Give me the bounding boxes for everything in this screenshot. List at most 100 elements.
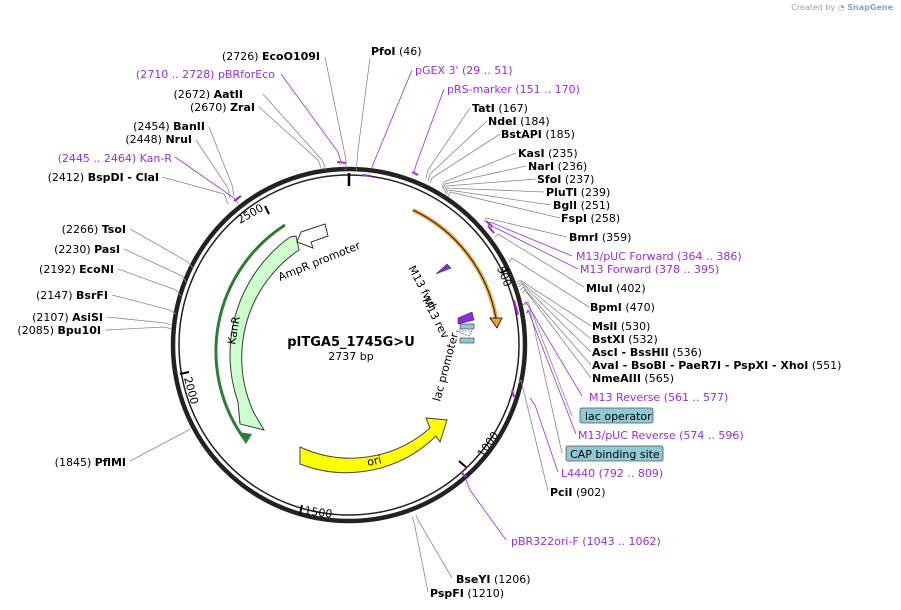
site-label-pspfi[interactable]: PspFI (1210) xyxy=(430,587,504,600)
site-label-asisi[interactable]: (2107) AsiSI xyxy=(32,311,103,324)
site-position: (2085) xyxy=(17,324,54,337)
site-label-nmeaiii[interactable]: NmeAIII (565) xyxy=(592,372,674,385)
kanr-label: KanR xyxy=(225,315,243,346)
primer-name: pBRforEco xyxy=(218,68,275,81)
orange-feature-outline xyxy=(412,209,497,319)
site-label-mlui[interactable]: MluI (402) xyxy=(586,282,646,295)
tick-label-500: 500 xyxy=(494,264,514,288)
enzyme-name: BspDI xyxy=(88,171,124,184)
primer-label-m13-reverse[interactable]: M13 Reverse (561 .. 577) xyxy=(589,391,728,404)
site-label-bseyi[interactable]: BseYI (1206) xyxy=(456,573,531,586)
site-position: (2147) xyxy=(36,289,73,302)
enzyme-name: TsoI xyxy=(102,223,126,236)
enzyme-name: NruI xyxy=(165,133,192,146)
primer-label-m13-puc-forward[interactable]: M13/pUC Forward (364 .. 386) xyxy=(576,250,742,263)
site-position: (1210) xyxy=(467,587,504,600)
site-label-aatii[interactable]: (2672) AatII xyxy=(174,88,243,101)
site-label-zrai[interactable]: (2670) ZraI xyxy=(190,101,255,114)
site-position: (2266) xyxy=(62,223,99,236)
tick-label-1000: 1000 xyxy=(475,429,502,459)
site-label-econi[interactable]: (2192) EcoNI xyxy=(39,263,114,276)
site-label-pflmi[interactable]: (1845) PflMI xyxy=(55,456,126,469)
site-position: (2670) xyxy=(190,101,227,114)
site-label-pasi[interactable]: (2230) PasI xyxy=(54,243,120,256)
primer-name: M13 Forward xyxy=(580,263,651,276)
site-label-tsoi[interactable]: (2266) TsoI xyxy=(62,223,126,236)
site-label-asci-bsshii[interactable]: AscI - BssHII (536) xyxy=(592,346,702,359)
lac-promoter-arrow[interactable] xyxy=(455,330,473,337)
primer-name: Kan-R xyxy=(140,152,173,165)
tick-mark xyxy=(500,268,510,274)
ori-feature[interactable] xyxy=(299,417,448,474)
primer-name: M13/pUC Reverse xyxy=(578,429,676,442)
primer-label-pbr322ori-f[interactable]: pBR322ori-F (1043 .. 1062) xyxy=(511,535,661,548)
primer-position: (2445 .. 2464) xyxy=(58,152,137,165)
site-label-pfoi[interactable]: PfoI (46) xyxy=(371,45,422,58)
primer-position: (792 .. 809) xyxy=(599,467,664,480)
primer-position: (151 .. 170) xyxy=(515,83,580,96)
site-position: (2412) xyxy=(48,171,85,184)
primer-label-m13-forward[interactable]: M13 Forward (378 .. 395) xyxy=(580,263,719,276)
site-position: (2672) xyxy=(174,88,211,101)
site-position: (46) xyxy=(399,45,422,58)
lac-operator-label: lac operator xyxy=(585,410,652,423)
ampr-promoter-feature[interactable] xyxy=(296,223,329,249)
m13-fwd-arrow[interactable] xyxy=(435,263,452,275)
site-label-bstapi[interactable]: BstAPI (185) xyxy=(501,128,575,141)
site-position: (2448) xyxy=(125,133,162,146)
credit-brand: SnapGene xyxy=(847,3,893,12)
lac-operator-marker[interactable] xyxy=(459,323,475,330)
site-label-sfoi[interactable]: SfoI (237) xyxy=(537,173,594,186)
enzyme-name: TatI xyxy=(472,102,495,115)
site-label-bsrfi[interactable]: (2147) BsrFI xyxy=(36,289,108,302)
primer-position: (2710 .. 2728) xyxy=(136,68,215,81)
enzyme-name: BsrFI xyxy=(76,289,108,302)
site-position: (258) xyxy=(591,212,621,225)
enzyme-name: AsiSI xyxy=(72,311,103,324)
plasmid-name: pITGA5_1745G>U xyxy=(287,335,415,350)
site-label-tati[interactable]: TatI (167) xyxy=(472,102,528,115)
primer-label-prs-marker[interactable]: pRS-marker (151 .. 170) xyxy=(447,83,580,96)
primer-position: (378 .. 395) xyxy=(655,263,720,276)
site-label-bgli[interactable]: BglI (251) xyxy=(553,199,610,212)
primer-label-pgex3[interactable]: pGEX 3' (29 .. 51) xyxy=(415,64,513,77)
primer-label-pbrforeco[interactable]: (2710 .. 2728) pBRforEco xyxy=(136,68,275,81)
site-label-pluti[interactable]: PluTI (239) xyxy=(546,186,610,199)
site-label-bmri[interactable]: BmrI (359) xyxy=(569,231,631,244)
primer-label-kan-r[interactable]: (2445 .. 2464) Kan-R xyxy=(58,152,173,165)
enzyme-name: EcoNI xyxy=(79,263,114,276)
site-label-ecoo109i[interactable]: (2726) EcoO109I xyxy=(222,50,320,63)
primer-label-m13-puc-reverse[interactable]: M13/pUC Reverse (574 .. 596) xyxy=(578,429,744,442)
site-label-avai-group[interactable]: AvaI - BsoBI - PaeR7I - PspXI - XhoI (55… xyxy=(592,359,841,372)
site-label-bstxi[interactable]: BstXI (532) xyxy=(592,333,658,346)
lac-operator-box[interactable] xyxy=(579,407,654,424)
site-label-msli[interactable]: MslI (530) xyxy=(592,320,650,333)
primer-name: M13 Reverse xyxy=(589,391,660,404)
site-label-nari[interactable]: NarI (236) xyxy=(528,160,587,173)
site-label-bspdi-clai[interactable]: (2412) BspDI - ClaI xyxy=(48,171,159,184)
site-position: (1845) xyxy=(55,456,92,469)
site-label-banii[interactable]: (2454) BanII xyxy=(133,120,205,133)
enzyme-name: PflMI xyxy=(95,456,126,469)
orange-feature-arrowhead xyxy=(489,317,503,329)
site-label-pcii[interactable]: PciI (902) xyxy=(550,486,606,499)
site-label-bpu10i[interactable]: (2085) Bpu10I xyxy=(17,324,101,337)
cap-binding-site-box[interactable] xyxy=(565,445,664,462)
site-label-bpmi[interactable]: BpmI (470) xyxy=(590,301,655,314)
primer-label-l4440[interactable]: L4440 (792 .. 809) xyxy=(561,467,663,480)
cap-site-marker[interactable] xyxy=(459,337,475,344)
enzyme-name: AatII xyxy=(214,88,243,101)
site-label-nrui[interactable]: (2448) NruI xyxy=(125,133,192,146)
enzyme-name: NmeAIII xyxy=(592,372,641,385)
site-label-fspi[interactable]: FspI (258) xyxy=(561,212,620,225)
m13-rev-arrow[interactable] xyxy=(457,311,475,325)
site-label-kasi[interactable]: KasI (235) xyxy=(518,147,578,160)
site-position: (536) xyxy=(672,346,702,359)
site-label-ndei[interactable]: NdeI (184) xyxy=(488,115,550,128)
tick-mark xyxy=(179,371,190,375)
site-position: (902) xyxy=(576,486,606,499)
snapgene-credit: Created by ◔ SnapGene xyxy=(791,3,893,12)
site-position: (185) xyxy=(545,128,575,141)
site-position: (551) xyxy=(812,359,842,372)
kanr-feature[interactable] xyxy=(229,235,300,431)
